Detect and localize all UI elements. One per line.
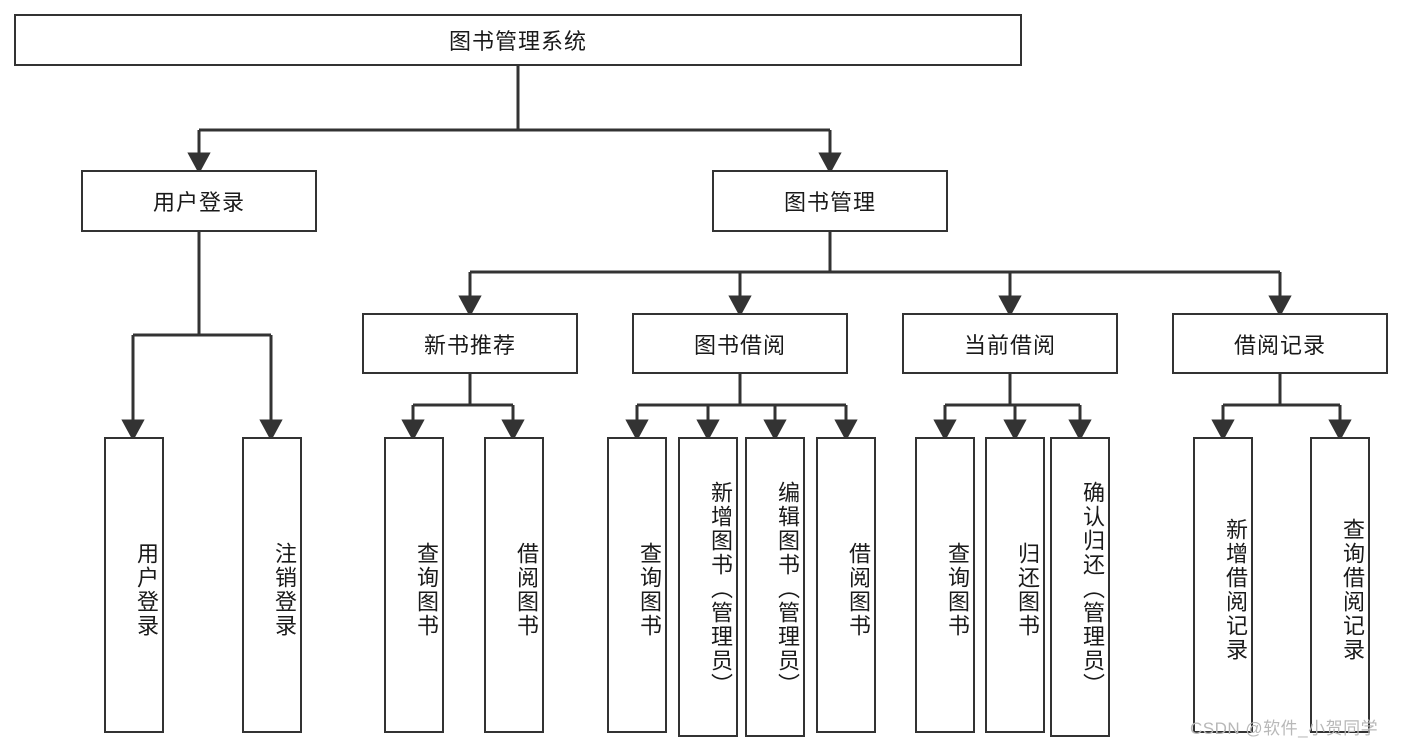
leaf-current-query-book[interactable]: 查询图书	[915, 437, 975, 733]
leaf-user-login[interactable]: 用户登录	[104, 437, 164, 733]
leaf-borrow-add-book-admin[interactable]: 新增图书（管理员）	[678, 437, 738, 737]
node-new-book-recommend[interactable]: 新书推荐	[362, 313, 578, 374]
node-book-borrow[interactable]: 图书借阅	[632, 313, 848, 374]
node-user-login[interactable]: 用户登录	[81, 170, 317, 232]
leaf-current-confirm-return-admin[interactable]: 确认归还（管理员）	[1050, 437, 1110, 737]
csdn-watermark: CSDN @软件_小贺同学	[1190, 719, 1379, 738]
node-current-borrow[interactable]: 当前借阅	[902, 313, 1118, 374]
node-borrow-record[interactable]: 借阅记录	[1172, 313, 1388, 374]
leaf-borrow-edit-book-admin[interactable]: 编辑图书（管理员）	[745, 437, 805, 737]
leaf-current-return-book[interactable]: 归还图书	[985, 437, 1045, 733]
leaf-user-logout[interactable]: 注销登录	[242, 437, 302, 733]
leaf-record-query-borrow-record[interactable]: 查询借阅记录	[1310, 437, 1370, 733]
leaf-borrow-borrow-book[interactable]: 借阅图书	[816, 437, 876, 733]
node-book-management[interactable]: 图书管理	[712, 170, 948, 232]
leaf-recommend-query-book[interactable]: 查询图书	[384, 437, 444, 733]
leaf-borrow-query-book[interactable]: 查询图书	[607, 437, 667, 733]
leaf-recommend-borrow-book[interactable]: 借阅图书	[484, 437, 544, 733]
leaf-record-add-borrow-record[interactable]: 新增借阅记录	[1193, 437, 1253, 733]
node-root-system[interactable]: 图书管理系统	[14, 14, 1022, 66]
